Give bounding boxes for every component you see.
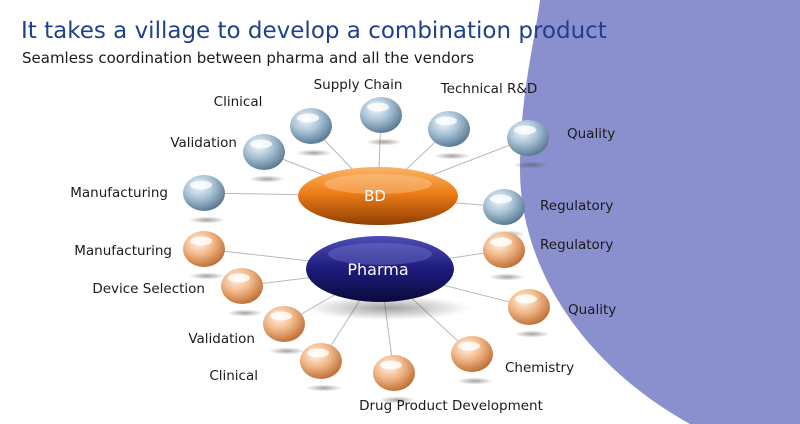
bd-sphere-highlight-technical-randd xyxy=(435,116,457,126)
pharma-label-clinical: Clinical xyxy=(209,368,258,384)
pharma-sphere-shadow-chemistry xyxy=(456,377,494,385)
pharma-hub: Pharma xyxy=(306,236,470,320)
bd-node-quality: Quality xyxy=(507,120,615,156)
pharma-sphere-highlight-regulatory xyxy=(490,237,512,247)
bd-sphere-manufacturing xyxy=(183,175,225,211)
bd-sphere-supply-chain xyxy=(360,97,402,133)
pharma-sphere-validation xyxy=(263,306,305,342)
bd-sphere-technical-randd xyxy=(428,111,470,147)
bd-sphere-highlight-manufacturing xyxy=(190,180,212,190)
bd-label-clinical: Clinical xyxy=(214,94,263,110)
pharma-sphere-highlight-device-selection xyxy=(228,273,250,283)
pharma-sphere-highlight-quality xyxy=(515,294,537,304)
bd-node-supply-chain: Supply Chain xyxy=(314,77,403,133)
pharma-node-device-selection: Device Selection xyxy=(92,268,263,304)
pharma-sphere-clinical xyxy=(300,343,342,379)
bd-sphere-highlight-supply-chain xyxy=(367,102,389,112)
pharma-node-manufacturing: Manufacturing xyxy=(74,231,225,267)
bd-label-regulatory: Regulatory xyxy=(540,198,613,214)
bd-sphere-shadow-technical-randd xyxy=(433,152,471,160)
bd-node-technical-randd: Technical R&D xyxy=(428,81,537,147)
bd-sphere-shadow-manufacturing xyxy=(188,216,226,224)
bd-sphere-shadow-quality xyxy=(512,161,550,169)
pharma-sphere-regulatory xyxy=(483,232,525,268)
bd-sphere-quality xyxy=(507,120,549,156)
bd-label-validation: Validation xyxy=(170,135,237,151)
bd-label-technical-randd: Technical R&D xyxy=(440,81,538,97)
bd-hub: BD xyxy=(298,167,458,225)
slide-subtitle: Seamless coordination between pharma and… xyxy=(22,49,475,67)
bd-label-manufacturing: Manufacturing xyxy=(70,185,168,201)
pharma-sphere-drug-product-development xyxy=(373,355,415,391)
bd-node-clinical: Clinical xyxy=(214,94,332,144)
bd-sphere-highlight-clinical xyxy=(297,113,319,123)
pharma-sphere-shadow-regulatory xyxy=(488,273,526,281)
pharma-sphere-quality xyxy=(508,289,550,325)
stakeholder-nodes: Clinical Supply Chain Technical R&D Quality… xyxy=(70,77,616,414)
bd-label-quality: Quality xyxy=(567,126,615,142)
pharma-node-regulatory: Regulatory xyxy=(483,232,613,268)
pharma-sphere-shadow-quality xyxy=(513,330,551,338)
pharma-sphere-manufacturing xyxy=(183,231,225,267)
pharma-sphere-shadow-clinical xyxy=(305,384,343,392)
bd-node-validation: Validation xyxy=(170,134,285,170)
slide-title: It takes a village to develop a combinat… xyxy=(21,18,607,44)
pharma-sphere-chemistry xyxy=(451,336,493,372)
pharma-label-device-selection: Device Selection xyxy=(92,281,205,297)
pharma-label-manufacturing: Manufacturing xyxy=(74,243,172,259)
pharma-sphere-shadow-drug-product-development xyxy=(378,396,416,404)
pharma-node-quality: Quality xyxy=(508,289,616,325)
bd-sphere-regulatory xyxy=(483,189,525,225)
bd-sphere-validation xyxy=(243,134,285,170)
pharma-node-clinical: Clinical xyxy=(209,343,342,384)
sphere-shadows xyxy=(188,138,551,404)
pharma-sphere-highlight-manufacturing xyxy=(190,236,212,246)
pharma-sphere-highlight-clinical xyxy=(307,348,329,358)
pharma-sphere-device-selection xyxy=(221,268,263,304)
bd-node-regulatory: Regulatory xyxy=(483,189,613,225)
bd-sphere-shadow-clinical xyxy=(295,149,333,157)
pharma-sphere-highlight-validation xyxy=(270,311,292,321)
bd-hub-label: BD xyxy=(364,187,386,205)
pharma-label-drug-product-development: Drug Product Development xyxy=(359,398,543,414)
pharma-node-chemistry: Chemistry xyxy=(451,336,574,376)
bd-node-manufacturing: Manufacturing xyxy=(70,175,225,211)
pharma-hub-label: Pharma xyxy=(347,260,408,279)
bd-sphere-highlight-quality xyxy=(514,125,536,135)
pharma-sphere-shadow-device-selection xyxy=(226,309,264,317)
pharma-label-quality: Quality xyxy=(568,302,616,318)
bd-sphere-shadow-supply-chain xyxy=(365,138,403,146)
pharma-sphere-shadow-validation xyxy=(268,347,306,355)
bd-sphere-clinical xyxy=(290,108,332,144)
bd-sphere-highlight-validation xyxy=(250,139,272,149)
pharma-label-validation: Validation xyxy=(188,331,255,347)
pharma-node-drug-product-development: Drug Product Development xyxy=(359,355,543,414)
bd-sphere-highlight-regulatory xyxy=(490,194,512,204)
pharma-sphere-highlight-drug-product-development xyxy=(380,360,402,370)
pharma-node-validation: Validation xyxy=(188,306,305,347)
pharma-sphere-highlight-chemistry xyxy=(458,341,480,351)
bd-sphere-shadow-validation xyxy=(248,175,286,183)
pharma-label-chemistry: Chemistry xyxy=(505,360,574,376)
pharma-sphere-shadow-manufacturing xyxy=(188,272,226,280)
pharma-label-regulatory: Regulatory xyxy=(540,237,613,253)
bd-label-supply-chain: Supply Chain xyxy=(314,77,403,93)
right-decorative-shape xyxy=(520,0,800,424)
